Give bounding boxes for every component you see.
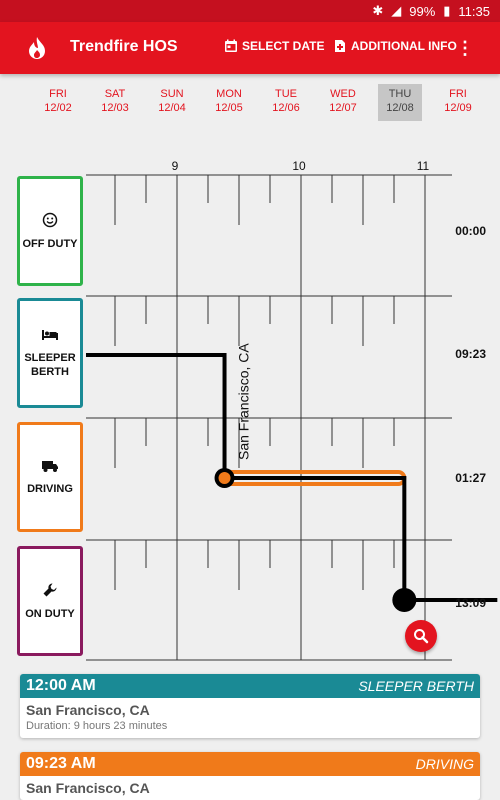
day-date: 12/09 <box>444 102 472 114</box>
day-item[interactable]: THU 12/08 <box>378 84 422 121</box>
calendar-icon <box>225 39 237 52</box>
event-location: San Francisco, CA <box>26 702 150 718</box>
day-selector: FRI 12/02 SAT 12/03 SUN 12/04 MON 12/05 TUE 12/06… <box>0 84 500 124</box>
status-label: ON DUTY <box>25 607 75 620</box>
event-location: San Francisco, CA <box>26 780 150 796</box>
event-status: SLEEPER BERTH <box>358 678 474 694</box>
event-card-2[interactable]: 09:23 AM DRIVING San Francisco, CA <box>20 752 480 800</box>
event-marker-inner <box>218 472 231 484</box>
event-card-header: 09:23 AM DRIVING <box>20 752 480 776</box>
day-item[interactable]: MON 12/05 <box>207 84 251 115</box>
x-tick-label: 11 <box>417 159 430 173</box>
bluetooth-icon: ✱ <box>372 3 384 18</box>
select-date-button[interactable]: SELECT DATE <box>224 39 324 53</box>
day-date: 12/03 <box>101 102 129 114</box>
day-of-week: MON <box>216 88 242 100</box>
total-on-duty: 13:09 <box>455 596 486 610</box>
event-time: 12:00 AM <box>26 677 96 694</box>
day-of-week: WED <box>330 88 356 100</box>
day-item[interactable]: SUN 12/04 <box>150 84 194 115</box>
magnify-icon <box>414 629 429 644</box>
status-sleeper-berth[interactable]: SLEEPER BERTH <box>17 298 83 408</box>
battery-percent: 99% <box>409 3 436 19</box>
duty-status-line <box>86 353 498 602</box>
day-of-week: FRI <box>49 88 67 100</box>
smiley-icon <box>42 212 58 231</box>
status-on-duty[interactable]: ON DUTY <box>17 546 83 656</box>
status-bar: ✱ ◢ 99% ▮ 11:35 <box>0 0 500 22</box>
status-label: OFF DUTY <box>22 237 78 250</box>
additional-info-label: ADDITIONAL INFO <box>351 39 457 53</box>
day-date: 12/06 <box>272 102 300 114</box>
select-date-label: SELECT DATE <box>242 39 325 53</box>
wrench-icon <box>42 582 58 601</box>
flame-logo-icon <box>29 37 45 59</box>
event-time: 09:23 AM <box>26 755 96 772</box>
zoom-button[interactable] <box>405 620 437 652</box>
day-of-week: THU <box>388 88 412 100</box>
event-card-1[interactable]: 12:00 AM SLEEPER BERTH San Francisco, CA… <box>20 674 480 738</box>
status-label: SLEEPER BERTH <box>24 351 76 378</box>
signal-icon: ◢ <box>391 3 402 18</box>
add-document-icon <box>335 40 345 52</box>
day-of-week: SAT <box>104 88 126 100</box>
event-card-header: 12:00 AM SLEEPER BERTH <box>20 674 480 698</box>
day-of-week: TUE <box>275 88 297 100</box>
day-of-week: SUN <box>160 88 184 100</box>
status-off-duty[interactable]: OFF DUTY <box>17 176 83 286</box>
x-tick-label: 10 <box>292 159 306 173</box>
location-annotation: San Francisco, CA <box>236 343 252 460</box>
event-duration: Duration: 9 hours 23 minutes <box>26 720 168 732</box>
truck-icon <box>41 459 59 476</box>
additional-info-button[interactable]: ADDITIONAL INFO <box>333 39 457 53</box>
total-driving: 01:27 <box>455 471 486 485</box>
day-date: 12/08 <box>386 102 414 114</box>
status-label: DRIVING <box>27 482 73 495</box>
bed-icon <box>41 328 59 345</box>
app-bar: Trendfire HOS SELECT DATE ADDITIONAL INF… <box>0 22 500 74</box>
day-item[interactable]: SAT 12/03 <box>93 84 137 115</box>
day-date: 12/02 <box>44 102 72 114</box>
app-title: Trendfire HOS <box>70 38 178 55</box>
total-off-duty: 00:00 <box>455 224 486 238</box>
day-item[interactable]: FRI 12/02 <box>36 84 80 115</box>
day-item[interactable]: FRI 12/09 <box>436 84 480 115</box>
total-sleeper-berth: 09:23 <box>455 347 486 361</box>
day-item[interactable]: WED 12/07 <box>321 84 365 115</box>
x-tick-label: 9 <box>172 159 179 173</box>
battery-icon: ▮ <box>443 3 451 18</box>
event-status: DRIVING <box>415 756 474 772</box>
day-of-week: FRI <box>449 88 467 100</box>
overflow-menu-icon[interactable]: ⋮ <box>456 38 474 58</box>
day-date: 12/04 <box>158 102 186 114</box>
day-date: 12/05 <box>215 102 243 114</box>
status-driving[interactable]: DRIVING <box>17 422 83 532</box>
clock: 11:35 <box>458 3 490 19</box>
current-position-marker <box>392 588 417 612</box>
day-item[interactable]: TUE 12/06 <box>264 84 308 115</box>
day-date: 12/07 <box>329 102 357 114</box>
